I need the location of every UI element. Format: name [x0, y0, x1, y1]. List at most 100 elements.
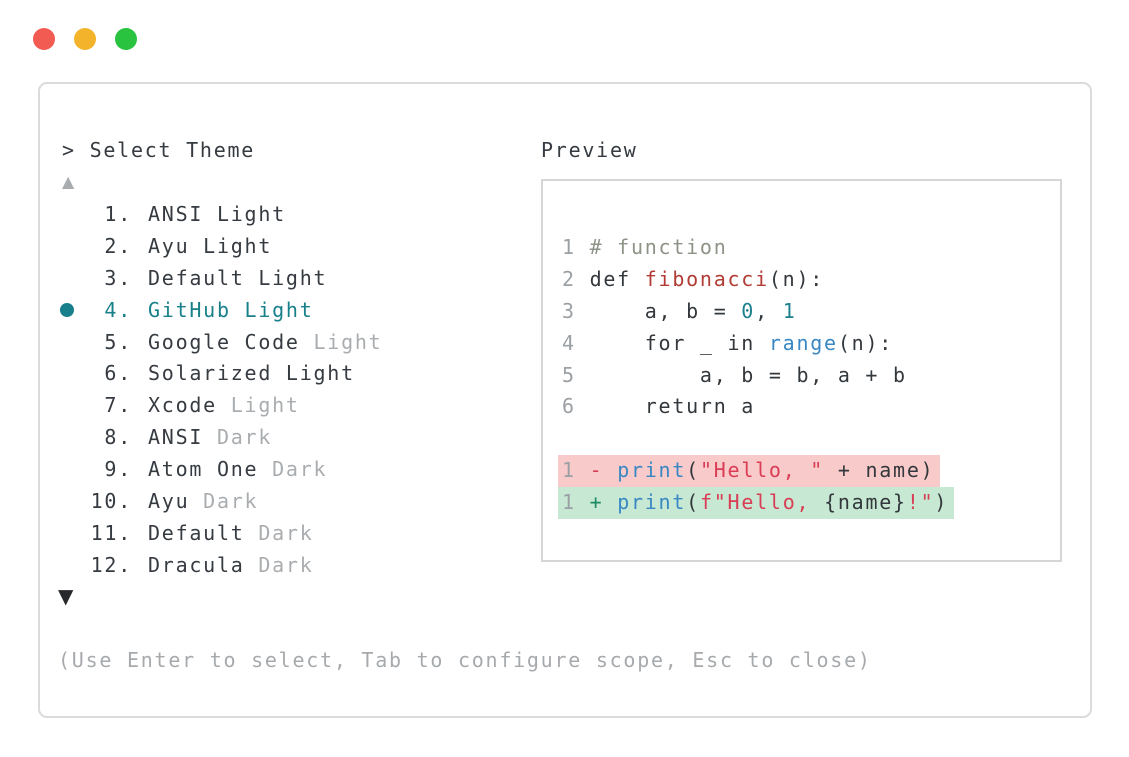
- code-line: 2 def fibonacci(n):: [543, 264, 1060, 296]
- window-controls: [33, 28, 137, 50]
- code-token: a, b =: [589, 298, 742, 323]
- theme-item-number: 8.: [104, 425, 132, 450]
- code-token: print: [617, 490, 687, 515]
- code-token: {name}: [824, 490, 907, 515]
- diff-removed-line: 1 - print("Hello, " + name): [543, 455, 1060, 488]
- code-token: -: [589, 458, 618, 483]
- theme-item-label: ANSI Dark: [148, 425, 273, 450]
- select-theme-prompt: > Select Theme: [62, 138, 256, 162]
- code-token: (: [686, 490, 700, 515]
- code-token: ): [934, 490, 949, 515]
- theme-item-label: Solarized Light: [148, 361, 355, 386]
- theme-item-variant: Light: [244, 297, 314, 322]
- theme-item-number: 12.: [90, 552, 132, 577]
- code-line: 5 a, b = b, a + b: [543, 360, 1060, 392]
- code-token: fibonacci: [644, 266, 769, 291]
- theme-item-label: GitHub Light: [148, 297, 314, 322]
- line-number: 3: [562, 298, 576, 323]
- line-content: 5 a, b = b, a + b: [558, 360, 913, 392]
- theme-list-item-3[interactable]: 3.Default Light: [40, 262, 540, 294]
- theme-item-variant: Dark: [258, 520, 314, 545]
- code-token: !": [906, 490, 935, 515]
- theme-item-label: Xcode Light: [148, 393, 300, 418]
- theme-item-variant: Dark: [216, 425, 273, 450]
- line-content: 1 # function: [558, 232, 734, 264]
- code-token: + name): [824, 458, 935, 483]
- theme-list-item-12[interactable]: 12. Dracula Dark: [40, 549, 540, 581]
- zoom-button[interactable]: [115, 28, 137, 50]
- theme-list-item-10[interactable]: 10. Ayu Dark: [40, 485, 540, 517]
- theme-item-variant: Light: [203, 233, 273, 258]
- close-button[interactable]: [33, 28, 55, 50]
- line-number: 4: [562, 330, 576, 355]
- help-text: (Use Enter to select, Tab to configure s…: [58, 648, 872, 672]
- line-number: 1: [562, 458, 576, 483]
- code-token: return a: [589, 394, 756, 419]
- theme-item-label: Ayu Light: [148, 233, 273, 258]
- code-token: ,: [755, 298, 783, 323]
- theme-list-item-8[interactable]: 8. ANSI Dark: [40, 421, 540, 453]
- selected-item-bullet-icon: [60, 302, 74, 317]
- diff-added-line: 1 + print(f"Hello, {name}!"): [543, 487, 1060, 520]
- code-token: "Hello, ": [699, 458, 825, 483]
- theme-item-variant: Dark: [203, 488, 259, 513]
- theme-list-item-7[interactable]: 7. Xcode Light: [40, 389, 540, 421]
- theme-list-item-5[interactable]: 5.Google Code Light: [40, 326, 540, 358]
- theme-item-label: Default Dark: [148, 520, 314, 545]
- line-number: 5: [562, 362, 576, 387]
- line-content: 3 a, b = 0, 1: [558, 296, 802, 328]
- theme-item-number: 11.: [90, 520, 132, 545]
- line-number: 2: [562, 266, 576, 291]
- scroll-up-icon[interactable]: ▲: [62, 172, 75, 191]
- theme-list-item-4[interactable]: 4. GitHub Light: [40, 294, 540, 326]
- theme-item-number: 10.: [90, 488, 132, 513]
- theme-list-item-9[interactable]: 9. Atom One Dark: [40, 453, 540, 485]
- theme-list-item-2[interactable]: 2. Ayu Light: [40, 230, 540, 262]
- line-number: 6: [562, 394, 576, 419]
- theme-item-variant: Light: [313, 329, 383, 354]
- code-line: 6 return a: [543, 391, 1060, 423]
- scroll-down-icon[interactable]: ▼: [58, 584, 74, 608]
- theme-item-number: 4.: [104, 297, 132, 322]
- theme-item-variant: Dark: [258, 552, 314, 577]
- theme-list-item-1[interactable]: 1.ANSI Light: [40, 198, 540, 230]
- code-token: 0: [741, 298, 756, 323]
- theme-item-number: 7.: [104, 393, 132, 418]
- preview-title: Preview: [541, 138, 638, 162]
- code-line: 3 a, b = 0, 1: [543, 296, 1060, 328]
- theme-item-variant: Light: [258, 265, 328, 290]
- theme-item-variant: Light: [216, 201, 286, 226]
- code-token: 1: [782, 298, 797, 323]
- line-number: 1: [562, 490, 576, 515]
- minimize-button[interactable]: [74, 28, 96, 50]
- bullet-slot: [40, 302, 80, 317]
- line-content: 6 return a: [558, 391, 761, 423]
- code-token: print: [617, 458, 687, 483]
- theme-item-label: Default Light: [148, 265, 328, 290]
- line-number: 1: [562, 235, 576, 259]
- theme-list-item-6[interactable]: 6. Solarized Light: [40, 357, 540, 389]
- theme-item-variant: Light: [230, 393, 300, 418]
- code-token: range: [768, 330, 838, 355]
- theme-item-number: 6.: [104, 361, 132, 386]
- theme-item-number: 9.: [104, 457, 132, 482]
- theme-item-number: 2.: [104, 233, 132, 258]
- theme-list-item-11[interactable]: 11. Default Dark: [40, 517, 540, 549]
- code-token: (n):: [768, 266, 825, 291]
- theme-item-variant: Light: [285, 361, 355, 386]
- theme-item-number: 1.: [104, 201, 132, 226]
- code-token: def: [589, 266, 645, 291]
- theme-item-label: Google Code Light: [148, 329, 383, 354]
- code-token: (: [686, 458, 700, 483]
- code-token: f"Hello,: [699, 490, 825, 515]
- line-content: 1 - print("Hello, " + name): [558, 455, 941, 488]
- code-token: a, b = b, a + b: [589, 362, 907, 387]
- line-content: 4 for _ in range(n):: [558, 328, 899, 360]
- theme-item-label: Ayu Dark: [148, 488, 259, 513]
- theme-item-label: Dracula Dark: [148, 552, 314, 577]
- theme-item-label: Atom One Dark: [148, 457, 328, 482]
- code-token: (n):: [837, 330, 894, 355]
